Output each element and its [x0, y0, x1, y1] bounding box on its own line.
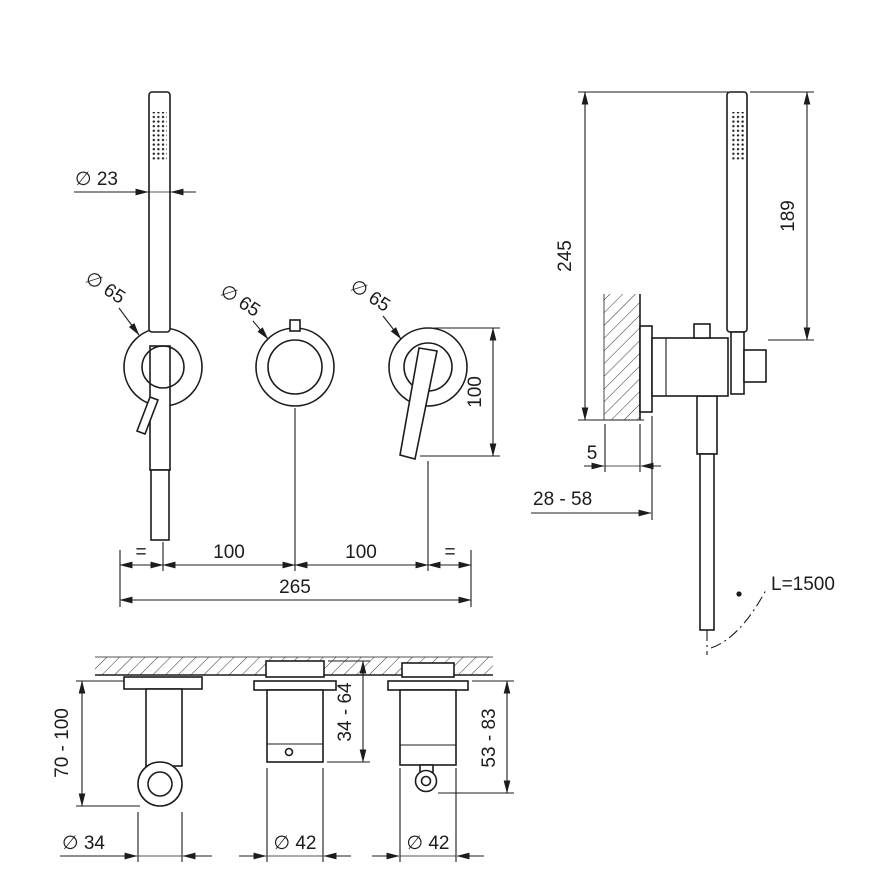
diverter-bottom	[253, 660, 337, 763]
handshower-side	[726, 91, 767, 395]
holder-ring-front	[141, 345, 185, 389]
bottom-view	[95, 656, 493, 807]
overall-height-label: 245	[555, 240, 576, 272]
escutcheon-left-diameter-label: ∅ 65	[81, 268, 128, 309]
valve-flange-side	[639, 325, 653, 413]
diverter-escutcheon-front	[255, 319, 335, 407]
dim-escutcheon-middle-diameter: ∅ 65	[216, 281, 269, 340]
valve-housing-side	[651, 337, 729, 397]
front-dimensions: ∅ 23 ∅ 65 ∅ 65 ∅ 65 100	[74, 169, 500, 607]
spray-face-side	[730, 112, 744, 161]
valve-diameter-label: ∅ 42	[274, 833, 317, 854]
holder-projection-label: 70 - 100	[52, 708, 73, 778]
holder-flange-bottom	[123, 676, 203, 690]
mixer-flange-circle	[388, 327, 468, 407]
lever-projection-label: 53 - 83	[479, 708, 500, 767]
dim-hose-length: L=1500	[710, 574, 835, 649]
hose-leader-dot	[736, 591, 742, 597]
mixer-ring-inner	[420, 775, 432, 787]
lever-height-label: 100	[465, 376, 486, 408]
mixer-escutcheon-front	[388, 327, 468, 460]
dim-overall-width: 265	[119, 577, 472, 604]
front-view	[123, 91, 468, 541]
dim-mounting-depth: 28 - 58	[531, 416, 653, 520]
escutcheon-right-diameter-label: ∅ 65	[346, 276, 393, 317]
dim-overall-height: 245	[555, 91, 728, 421]
wall-section	[603, 294, 641, 420]
holder-diameter-label: ∅ 34	[62, 833, 105, 854]
lever-diameter-label: ∅ 42	[407, 833, 450, 854]
bottom-dimensions: 70 - 100 ∅ 34 34 - 64 ∅ 42	[52, 660, 514, 862]
mounting-depth-label: 28 - 58	[533, 489, 592, 510]
holder-bottom	[123, 676, 203, 807]
wall-offset-label: 5	[587, 443, 598, 464]
dim-escutcheon-right-diameter: ∅ 65	[346, 276, 402, 340]
holder-bracket-side	[743, 349, 767, 383]
dim-holder-diameter: ∅ 34	[60, 812, 212, 862]
holder-hook-inner	[147, 771, 173, 797]
dim-lever-projection: 53 - 83	[438, 680, 514, 794]
overall-width-label: 265	[279, 577, 311, 598]
holder-body-bottom	[145, 688, 183, 767]
hose-tube-side	[699, 453, 715, 631]
holder-hook-outer	[137, 761, 183, 807]
diverter-knob-circle	[267, 339, 323, 395]
dim-wall-offset: 5	[584, 424, 661, 472]
valve-knob-side	[693, 323, 711, 339]
side-view	[603, 91, 767, 655]
mixer-body-bottom	[399, 689, 457, 766]
diverter-flange-bottom	[253, 680, 337, 691]
escutcheon-middle-diameter-label: ∅ 65	[216, 281, 263, 322]
handshower-height-label: 189	[778, 200, 799, 232]
handshower-diameter-label: ∅ 23	[75, 169, 118, 190]
diverter-screw	[284, 747, 294, 757]
dim-lever-diameter: ∅ 42	[372, 768, 484, 862]
dim-handshower-diameter: ∅ 23	[74, 169, 196, 196]
mixer-lever-front	[399, 347, 438, 460]
handshower-front	[135, 91, 185, 541]
center-spacing-left-label: 100	[213, 542, 245, 563]
mixer-cap-bottom	[401, 662, 455, 678]
wall-hatch	[604, 294, 640, 420]
dim-valve-diameter: ∅ 42	[239, 768, 351, 862]
dim-spacing-chain: = 100 100 =	[119, 408, 472, 607]
equal-left-label: =	[135, 542, 146, 563]
mixer-bottom	[387, 662, 469, 793]
dim-escutcheon-left-diameter: ∅ 65	[81, 268, 140, 336]
equal-right-label: =	[444, 542, 455, 563]
valve-projection-label: 34 - 64	[335, 682, 356, 742]
mixer-flange-bottom	[387, 680, 469, 691]
diverter-tab	[289, 319, 301, 332]
dim-holder-projection: 70 - 100	[52, 680, 140, 807]
spray-face-front	[152, 112, 167, 161]
handshower-lower-side	[730, 331, 745, 395]
diverter-cap-bottom	[265, 660, 325, 678]
center-spacing-right-label: 100	[345, 542, 377, 563]
holder-bracket-front	[135, 395, 160, 436]
diverter-body-bottom	[266, 689, 324, 763]
hose-connector-side	[696, 395, 718, 455]
dim-lever-height: 100	[420, 327, 500, 457]
hose-side	[696, 395, 718, 655]
hose-outlet-front	[150, 469, 170, 541]
hose-length-label: L=1500	[771, 574, 835, 595]
side-dimensions: 245 189 5 28 - 58 L=1500	[531, 91, 835, 649]
valve-body-side	[639, 323, 729, 413]
dim-valve-projection: 34 - 64	[327, 660, 370, 763]
dim-handshower-height: 189	[750, 91, 814, 341]
mixer-ring-outer	[414, 769, 438, 793]
